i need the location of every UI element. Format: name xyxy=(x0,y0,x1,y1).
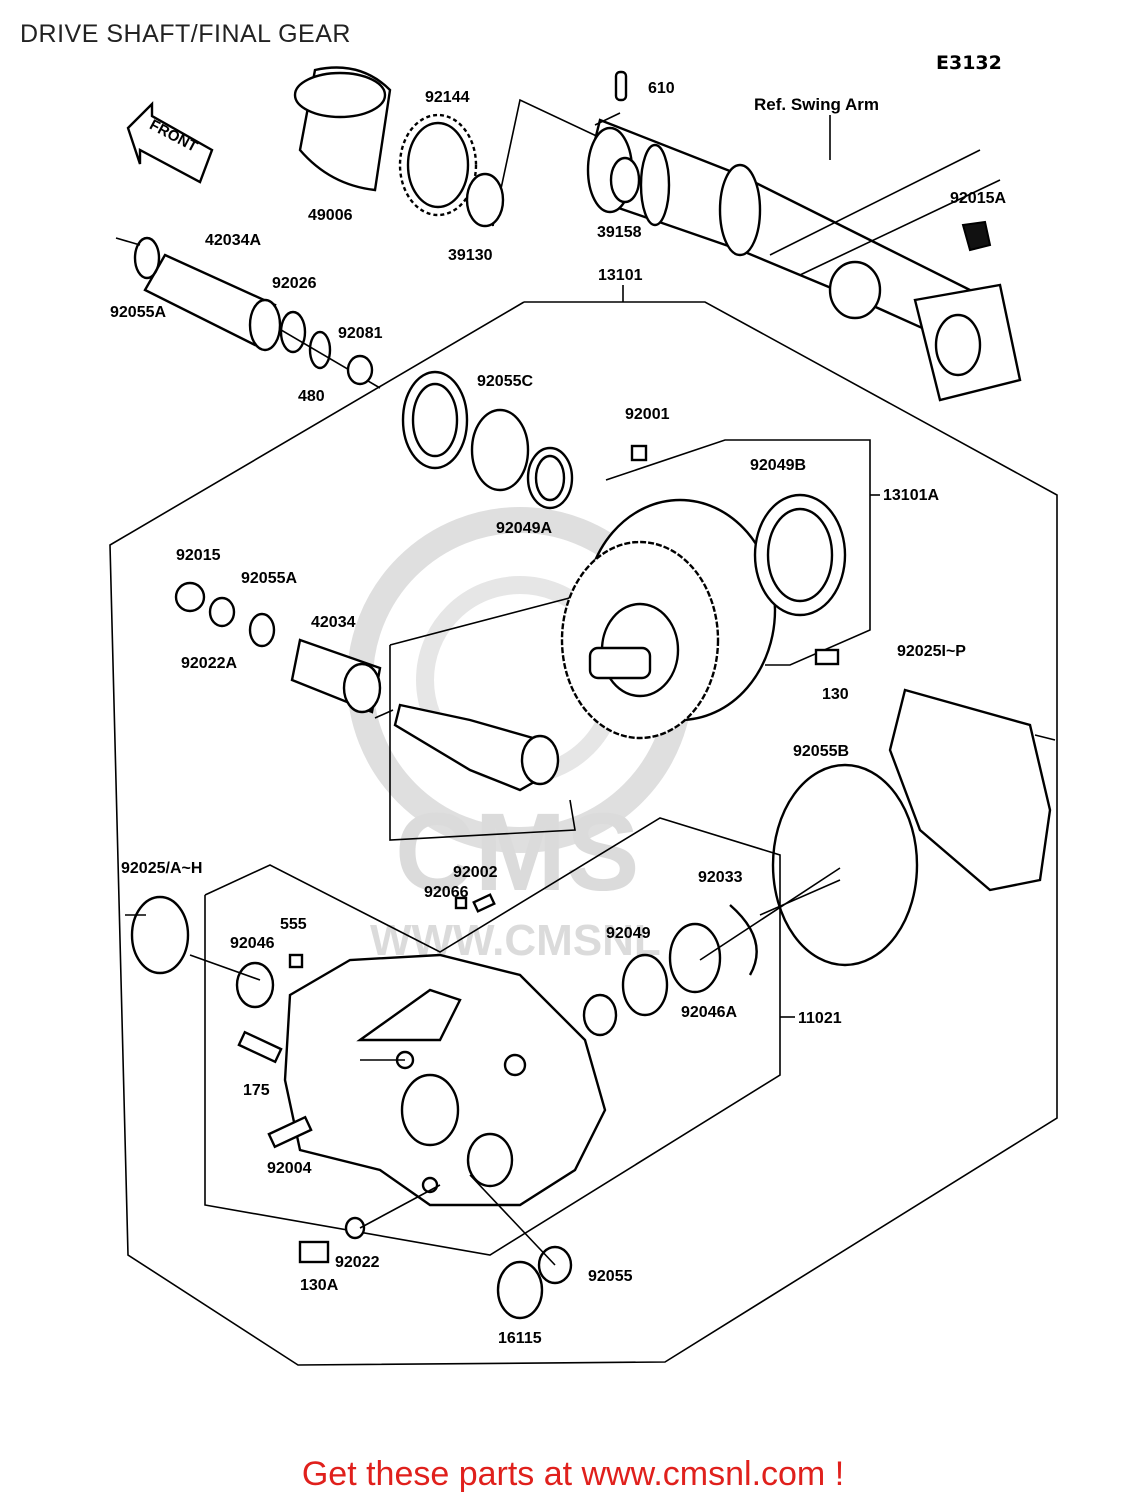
part-label: 610 xyxy=(648,80,675,97)
part-label: 92049B xyxy=(750,457,806,474)
part-label: 130A xyxy=(300,1277,339,1294)
gaskets xyxy=(130,688,1052,976)
part-label: 13101A xyxy=(883,487,939,504)
diagram-title: DRIVE SHAFT/FINAL GEAR xyxy=(20,20,351,48)
part-label: 11021 xyxy=(798,1010,842,1027)
part-label: 92022 xyxy=(335,1254,380,1271)
part-label: 92015A xyxy=(950,190,1006,207)
part-label: 92025I~P xyxy=(897,643,966,660)
part-label: 175 xyxy=(243,1082,270,1099)
part-label: 16115 xyxy=(498,1330,542,1347)
part-label: 92055B xyxy=(793,743,849,760)
part-label: 92049 xyxy=(606,925,651,942)
part-label: 92144 xyxy=(425,89,470,106)
diagram-code: E3132 xyxy=(936,52,1002,74)
part-label: 92081 xyxy=(338,325,383,342)
sleeve-and-seals xyxy=(133,236,574,510)
part-label: 130 xyxy=(822,686,849,703)
part-label: 49006 xyxy=(308,207,353,224)
footer-advert: Get these parts at www.cmsnl.com ! xyxy=(301,1455,845,1493)
part-label: 480 xyxy=(298,388,325,405)
part-label: 92004 xyxy=(267,1160,312,1177)
part-label: 92066 xyxy=(424,884,469,901)
part-label: 92046A xyxy=(681,1004,737,1021)
front-arrow: FRONT xyxy=(126,101,214,184)
part-label: 42034 xyxy=(311,614,356,631)
part-label: 92055A xyxy=(110,304,166,321)
part-label: 92055A xyxy=(241,570,297,587)
part-label: 92026 xyxy=(272,275,317,292)
leader-lines xyxy=(189,112,841,1266)
small-parts-lower xyxy=(235,893,722,1320)
joint-parts-top xyxy=(293,66,505,228)
part-label: 39130 xyxy=(448,247,493,264)
watermark-brand: CMS xyxy=(395,791,639,914)
ring-gear-assembly xyxy=(560,444,847,740)
final-gear-housing xyxy=(283,953,607,1207)
part-label: 13101 xyxy=(598,267,643,284)
part-number-labels: 610 92144 49006 39130 39158 92015A 42034… xyxy=(110,80,1006,1347)
reference-label: Ref. Swing Arm xyxy=(754,95,879,114)
part-label: 92002 xyxy=(453,864,498,881)
part-label: 92015 xyxy=(176,547,221,564)
pinion-shaft xyxy=(174,581,560,792)
part-label: 92025/A~H xyxy=(121,860,202,877)
swing-arm-shaft xyxy=(586,70,1022,402)
part-label: 92055C xyxy=(477,373,533,390)
part-label: 39158 xyxy=(597,224,642,241)
part-label: 92049A xyxy=(496,520,552,537)
part-label: 92022A xyxy=(181,655,237,672)
part-label: 42034A xyxy=(205,232,261,249)
part-label: 92001 xyxy=(625,406,670,423)
part-label: 92033 xyxy=(698,869,743,886)
part-label: 555 xyxy=(280,916,307,933)
part-label: 92055 xyxy=(588,1268,633,1285)
part-label: 92046 xyxy=(230,935,275,952)
